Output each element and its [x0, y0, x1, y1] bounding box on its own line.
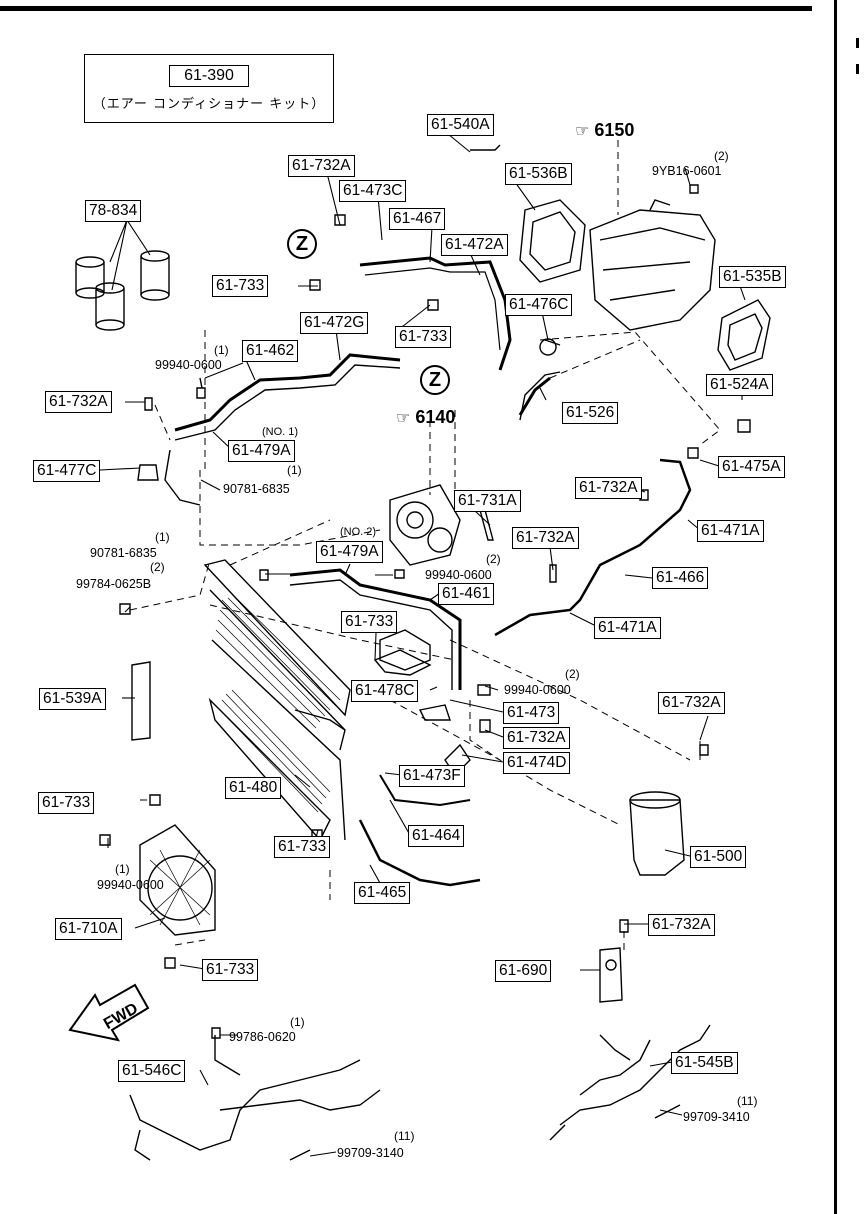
- part-label[interactable]: 61-731A: [454, 490, 521, 512]
- part-label[interactable]: 61-500: [690, 846, 747, 868]
- components: [75, 144, 771, 1161]
- z-marker: Z: [420, 365, 450, 395]
- quantity: (2): [150, 560, 165, 574]
- part-label[interactable]: 61-476C: [505, 294, 573, 316]
- fwd-arrow-icon: [68, 983, 150, 1042]
- part-label[interactable]: 61-733: [38, 792, 95, 814]
- part-label[interactable]: 61-471A: [697, 520, 764, 542]
- part-label[interactable]: 61-524A: [706, 374, 773, 396]
- top-border: [0, 6, 812, 11]
- reference-6140[interactable]: ☞6140: [396, 407, 456, 427]
- part-label[interactable]: 61-732A: [503, 727, 570, 749]
- part-label[interactable]: 61-467: [389, 208, 446, 230]
- part-label[interactable]: 61-465: [354, 882, 411, 904]
- part-label[interactable]: 61-732A: [648, 914, 715, 936]
- part-label[interactable]: 61-471A: [594, 617, 661, 639]
- part-label[interactable]: 61-733: [202, 959, 259, 981]
- kit-description: （エアー コンディショナー キット）: [92, 97, 326, 112]
- edge-mark: [856, 38, 859, 48]
- part-label[interactable]: 61-733: [274, 836, 331, 858]
- part-label[interactable]: 61-733: [395, 326, 452, 348]
- quantity: (1): [115, 862, 130, 876]
- part-label[interactable]: 61-732A: [512, 527, 579, 549]
- part-label[interactable]: 61-473C: [339, 180, 407, 202]
- part-label[interactable]: 61-462: [242, 340, 299, 362]
- part-label[interactable]: 61-546C: [118, 1060, 186, 1082]
- note-no2: (NO. 2): [340, 526, 377, 538]
- part-number[interactable]: 90781-6835: [90, 546, 157, 560]
- part-label[interactable]: 61-480: [225, 777, 282, 799]
- note-no1: (NO. 1): [262, 426, 299, 438]
- part-label[interactable]: 61-733: [212, 275, 269, 297]
- quantity: (2): [486, 552, 501, 566]
- part-number[interactable]: 99784-0625B: [76, 577, 152, 591]
- part-label[interactable]: 61-526: [562, 402, 619, 424]
- quantity: (11): [737, 1094, 758, 1108]
- part-label[interactable]: 61-732A: [45, 391, 112, 413]
- part-number[interactable]: 99940-0600: [97, 878, 164, 892]
- quantity: (1): [214, 343, 229, 357]
- reference-6150[interactable]: ☞6150: [575, 120, 635, 140]
- part-label[interactable]: 61-472G: [300, 312, 369, 334]
- part-label[interactable]: 61-540A: [427, 114, 494, 136]
- quantity: (1): [287, 463, 302, 477]
- part-label[interactable]: 61-464: [408, 825, 465, 847]
- part-number[interactable]: 99940-0600: [425, 568, 492, 582]
- part-label[interactable]: 61-690: [495, 960, 552, 982]
- quantity: (11): [394, 1129, 415, 1143]
- part-label[interactable]: 61-479A: [228, 440, 295, 462]
- part-number[interactable]: 90781-6835: [223, 482, 290, 496]
- quantity: (2): [565, 667, 580, 681]
- z-marker: Z: [287, 229, 317, 259]
- part-number[interactable]: 9YB16-0601: [652, 164, 722, 178]
- kit-box: 61-390 （エアー コンディショナー キット）: [84, 54, 334, 123]
- right-border: [834, 0, 837, 1214]
- edge-mark: [856, 64, 859, 74]
- part-label[interactable]: 61-473F: [399, 765, 465, 787]
- part-number[interactable]: 99786-0620: [229, 1030, 296, 1044]
- part-label[interactable]: 61-472A: [441, 234, 508, 256]
- part-number[interactable]: 99709-3410: [683, 1110, 750, 1124]
- part-label[interactable]: 61-710A: [55, 918, 122, 940]
- part-label[interactable]: 61-732A: [658, 692, 725, 714]
- part-label[interactable]: 61-473: [503, 702, 560, 724]
- quantity: (1): [155, 530, 170, 544]
- kit-code[interactable]: 61-390: [169, 65, 249, 87]
- quantity: (2): [714, 149, 729, 163]
- part-label[interactable]: 61-477C: [33, 460, 101, 482]
- part-label[interactable]: 61-479A: [316, 541, 383, 563]
- part-label[interactable]: 61-478C: [351, 680, 419, 702]
- part-label[interactable]: 61-733: [341, 611, 398, 633]
- part-label[interactable]: 78-834: [85, 200, 142, 222]
- part-number[interactable]: 99709-3140: [337, 1146, 404, 1160]
- pointing-hand-icon: ☞: [575, 123, 590, 140]
- part-label[interactable]: 61-732A: [288, 155, 355, 177]
- part-number[interactable]: 99940-0600: [155, 358, 222, 372]
- part-label[interactable]: 61-545B: [671, 1052, 738, 1074]
- part-label[interactable]: 61-461: [438, 583, 495, 605]
- part-label[interactable]: 61-475A: [718, 456, 785, 478]
- label-leaders: [99, 133, 746, 1157]
- part-number[interactable]: 99940-0600: [504, 683, 571, 697]
- part-label[interactable]: 61-536B: [505, 163, 572, 185]
- part-label[interactable]: 61-732A: [575, 477, 642, 499]
- pointing-hand-icon: ☞: [396, 410, 411, 427]
- dashed-leaders: [129, 140, 721, 950]
- part-label[interactable]: 61-539A: [39, 688, 106, 710]
- part-label[interactable]: 61-535B: [719, 266, 786, 288]
- quantity: (1): [290, 1015, 305, 1029]
- part-label[interactable]: 61-474D: [503, 752, 571, 774]
- part-label[interactable]: 61-466: [652, 567, 709, 589]
